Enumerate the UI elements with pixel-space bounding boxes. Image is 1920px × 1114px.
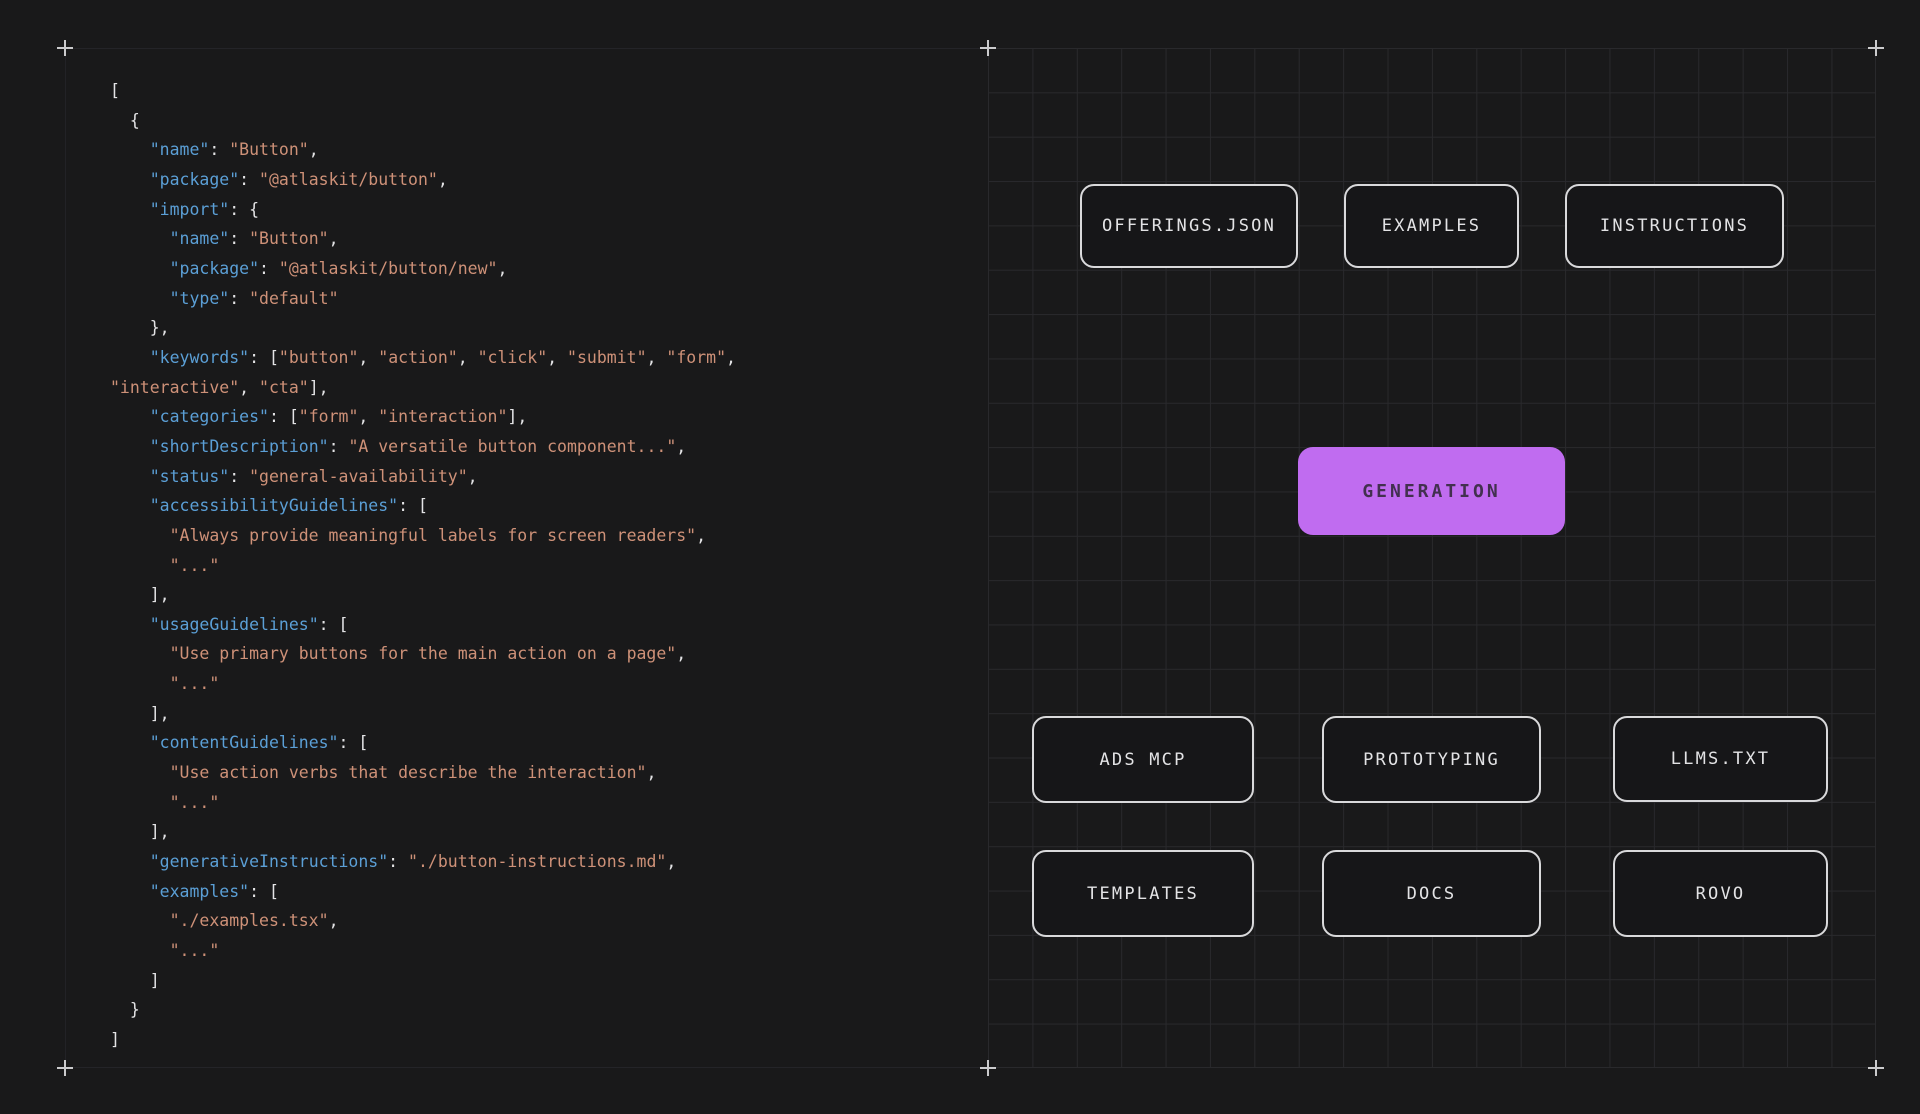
- code-line: "examples": [: [149, 881, 279, 901]
- json-code-block: [ { "name": "Button", "package": "@atlas…: [110, 76, 736, 1055]
- code-line: "...": [169, 941, 220, 961]
- node-docs[interactable]: DOCS: [1322, 850, 1541, 937]
- code-line: "import": {: [149, 199, 260, 219]
- code-frame: [65, 48, 988, 1068]
- code-line: "status": "general-availability",: [149, 466, 478, 486]
- diagram-grid-panel: OFFERINGS.JSON EXAMPLES INSTRUCTIONS GEN…: [988, 48, 1876, 1068]
- code-line: "categories": ["form", "interaction"],: [149, 407, 528, 427]
- code-line: ],: [110, 822, 170, 842]
- code-line: ],: [110, 703, 170, 723]
- node-generation[interactable]: GENERATION: [1298, 447, 1565, 535]
- node-examples[interactable]: EXAMPLES: [1344, 184, 1519, 268]
- node-rovo[interactable]: ROVO: [1613, 850, 1828, 937]
- node-offerings-json[interactable]: OFFERINGS.JSON: [1080, 184, 1298, 268]
- node-prototyping[interactable]: PROTOTYPING: [1322, 716, 1541, 803]
- corner-marker: [1868, 1060, 1884, 1076]
- corner-marker: [57, 1060, 73, 1076]
- code-line: "package": "@atlaskit/button",: [149, 169, 448, 189]
- code-line: "...": [169, 674, 220, 694]
- code-line: "contentGuidelines": [: [149, 733, 369, 753]
- code-line: "accessibilityGuidelines": [: [149, 496, 428, 516]
- code-line: }: [110, 1000, 140, 1020]
- code-line: "keywords": ["button", "action", "click"…: [149, 347, 736, 367]
- corner-marker: [980, 1060, 996, 1076]
- corner-marker: [57, 40, 73, 56]
- code-line: "./examples.tsx",: [169, 911, 339, 931]
- code-line: "package": "@atlaskit/button/new",: [169, 258, 508, 278]
- code-line: },: [110, 318, 170, 338]
- node-templates[interactable]: TEMPLATES: [1032, 850, 1254, 937]
- code-line: ],: [110, 585, 170, 605]
- code-line: ]: [110, 1030, 120, 1049]
- corner-marker: [980, 40, 996, 56]
- node-llms-txt[interactable]: LLMS.TXT: [1613, 716, 1828, 802]
- code-line: "type": "default": [169, 288, 339, 308]
- code-line: "usageGuidelines": [: [149, 614, 349, 634]
- code-line: {: [110, 110, 140, 130]
- code-line: "interactive", "cta"],: [110, 377, 329, 397]
- code-line: ]: [110, 970, 160, 990]
- code-line: "...": [169, 792, 220, 812]
- node-ads-mcp[interactable]: ADS MCP: [1032, 716, 1254, 803]
- code-line: "Always provide meaningful labels for sc…: [169, 525, 707, 545]
- code-line: "name": "Button",: [149, 140, 319, 160]
- code-line: "name": "Button",: [169, 229, 339, 249]
- node-instructions[interactable]: INSTRUCTIONS: [1565, 184, 1784, 268]
- code-line: [: [110, 81, 120, 100]
- code-line: "...": [169, 555, 220, 575]
- corner-marker: [1868, 40, 1884, 56]
- code-line: "Use action verbs that describe the inte…: [169, 763, 657, 783]
- code-line: "Use primary buttons for the main action…: [169, 644, 687, 664]
- code-line: "shortDescription": "A versatile button …: [149, 436, 687, 456]
- code-line: "generativeInstructions": "./button-inst…: [149, 852, 677, 872]
